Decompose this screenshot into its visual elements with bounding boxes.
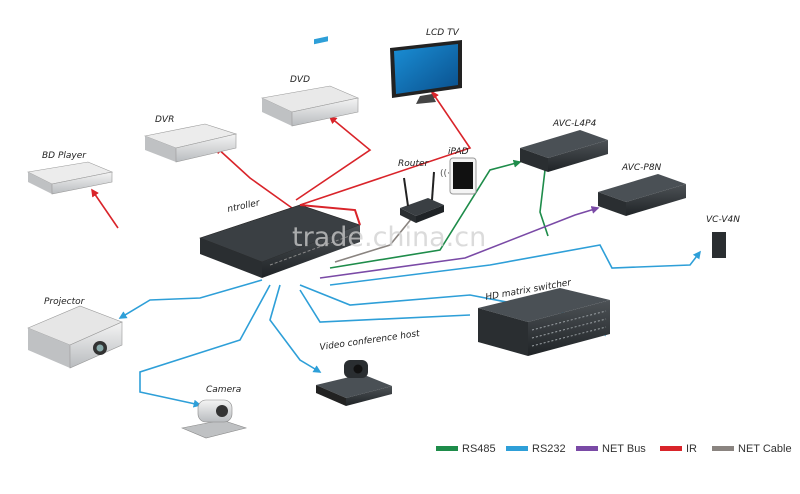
rs485-line-avc-v4n (539, 169, 549, 237)
rs232-line-avc-v4n (329, 244, 701, 286)
dvr-label: DVR (155, 115, 174, 125)
legend-item-rs232: RS232 (506, 443, 566, 455)
avc-v4n-device: VC-V4N (706, 215, 740, 258)
netbus-lines (319, 206, 600, 279)
avc-l4p4-device: AVC-L4P4 (520, 119, 608, 172)
ir-line-lcd-tv (299, 90, 472, 206)
legend-item-rs485: RS485 (436, 443, 496, 455)
avc-v4n-label: VC-V4N (706, 215, 740, 225)
controller-label: ntroller (227, 198, 262, 215)
avc-p8n-label: AVC-P8N (621, 163, 662, 173)
lcd-tv-label: LCD TV (426, 28, 460, 38)
dvd-device: DVD (261, 36, 359, 127)
legend-swatch (660, 446, 682, 451)
netbus-line-avc-p8n (319, 206, 600, 279)
legend-label: NET Cable (738, 443, 792, 455)
ipad-device: ((· iPAD (440, 147, 477, 195)
legend-swatch (576, 446, 598, 451)
rs485-line-avc-l4p4 (329, 159, 522, 269)
legend-label: IR (686, 443, 697, 455)
rs232-lines (118, 244, 701, 408)
rs232-line-projector (118, 279, 263, 319)
avc-l4p4-label: AVC-L4P4 (552, 119, 597, 129)
camera-device: Camera (180, 385, 248, 439)
router-device: Router (398, 159, 444, 223)
ir-line-dvr (214, 145, 293, 209)
rs485-lines (329, 159, 549, 269)
legend-swatch (506, 446, 528, 451)
legend-item-netbus: NET Bus (576, 443, 646, 455)
legend: RS485 RS232 NET Bus IR NET Cable (436, 443, 792, 455)
rs232-line-video-conf (269, 284, 322, 373)
bd-player-device: BD Player (27, 151, 114, 195)
lcd-tv-device: LCD TV (390, 28, 462, 104)
ipad-label: iPAD (448, 147, 469, 157)
legend-item-ir: IR (660, 443, 697, 455)
camera-label: Camera (206, 385, 241, 395)
legend-swatch (436, 446, 458, 451)
watermark-text: trade.china.cn (292, 222, 486, 253)
rs232-line-camera (139, 284, 271, 408)
legend-label: NET Bus (602, 443, 646, 455)
ir-lines (91, 90, 472, 229)
dvr-device: DVR (143, 115, 238, 163)
legend-label: RS485 (462, 443, 496, 455)
bd-player-label: BD Player (42, 151, 87, 161)
dvd-label: DVD (290, 75, 310, 85)
rs232-line-matrix-2 (299, 289, 471, 323)
projector-device: Projector (27, 297, 123, 369)
video-conf-device: Video conference host (316, 329, 421, 406)
video-conf-label: Video conference host (319, 329, 421, 353)
router-label: Router (398, 159, 430, 169)
netcable-lines (334, 217, 413, 263)
avc-p8n-device: AVC-P8N (598, 163, 686, 216)
controller-device: ntroller (199, 198, 361, 278)
hd-matrix-device: HD matrix switcher (478, 278, 610, 356)
wifi-icon: ((· (440, 169, 450, 179)
ir-line-dvd (295, 115, 372, 201)
netcable-line-router (334, 217, 413, 263)
legend-item-netcable: NET Cable (712, 443, 792, 455)
legend-label: RS232 (532, 443, 566, 455)
projector-label: Projector (44, 297, 86, 307)
ir-line-bd-player (91, 188, 119, 229)
legend-swatch (712, 446, 734, 451)
